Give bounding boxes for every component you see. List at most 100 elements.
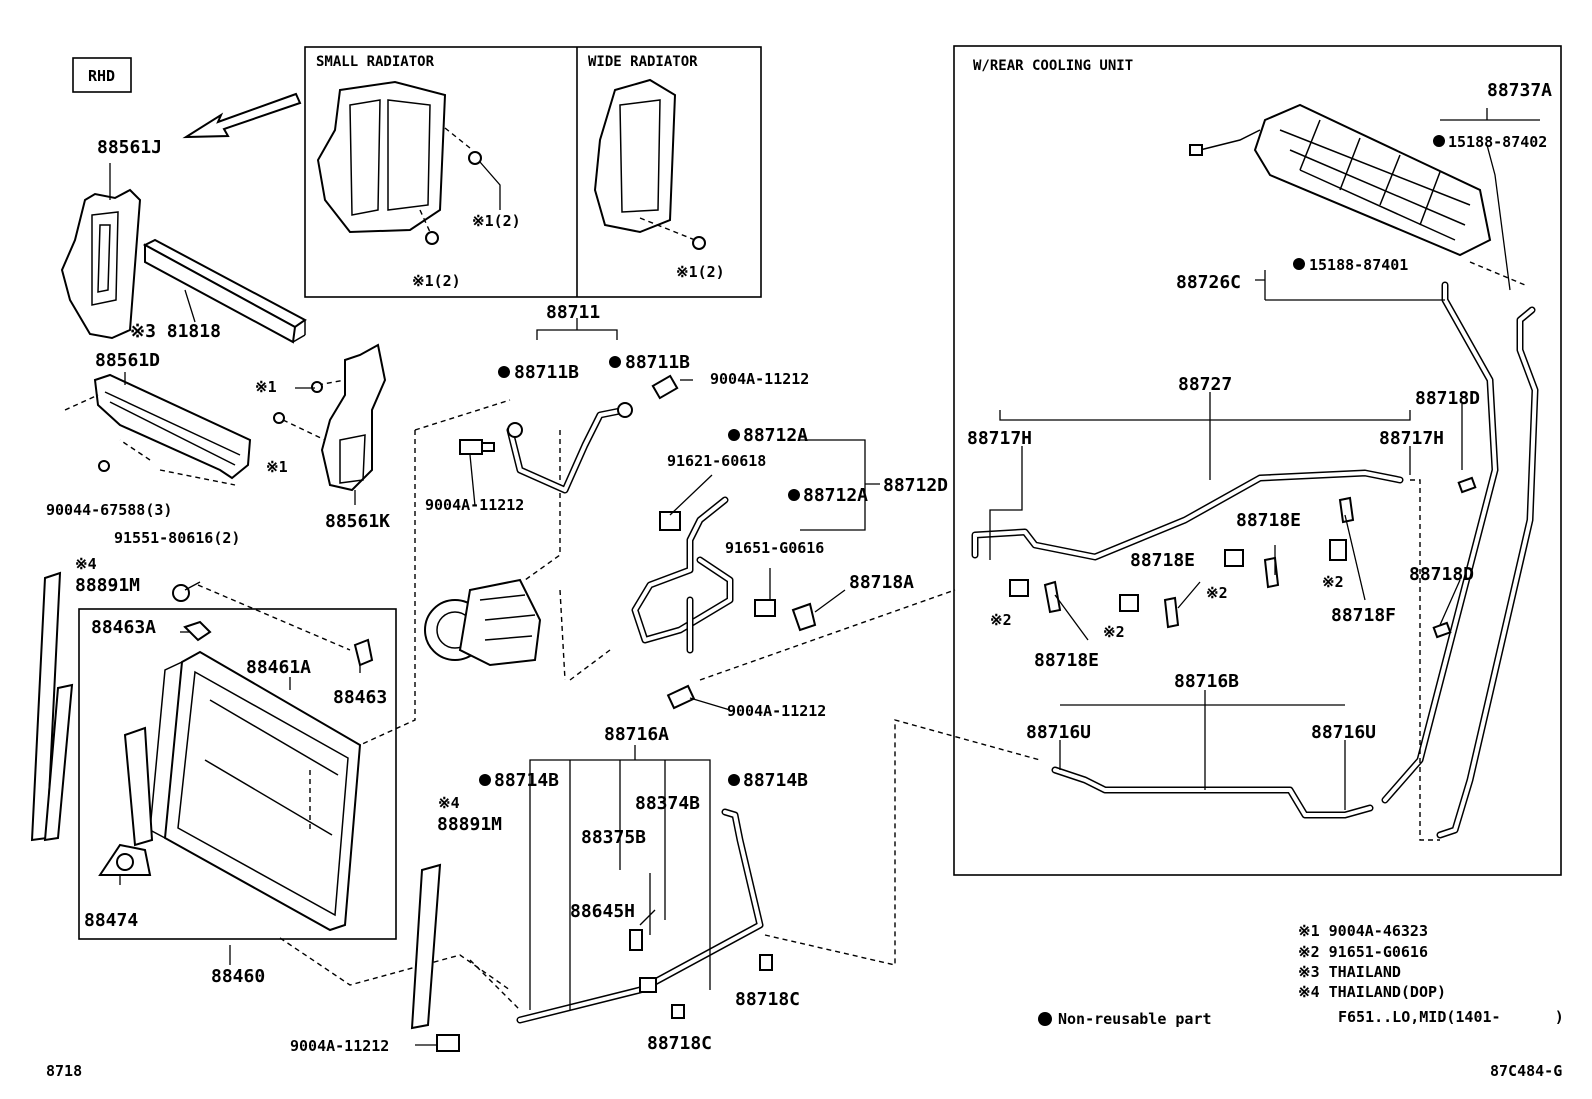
hose-88712 — [631, 496, 734, 654]
bolts-91651 — [1009, 539, 1347, 612]
label-91551: 91551-80616(2) — [114, 529, 240, 547]
footer-right-code: 87C484-G — [1490, 1062, 1562, 1080]
condenser-core — [149, 650, 362, 932]
mark-2b: ※2 — [1322, 573, 1344, 591]
legend-range: F651..LO,MID(1401- ) — [1338, 1008, 1564, 1026]
legend-non-reusable: Non-reusable part — [1058, 1010, 1212, 1028]
frames — [72, 45, 1562, 940]
bolt-9004A-2 — [651, 374, 679, 400]
bolt-icon — [273, 412, 285, 424]
label-88726C: 88726C — [1176, 272, 1241, 293]
rhd-tag: RHD — [88, 67, 115, 85]
dash-88737A — [1469, 261, 1526, 286]
label-9004A-11212-b: 9004A-11212 — [425, 496, 524, 514]
mark-2c: ※2 — [990, 611, 1012, 629]
label-88714B-b: 88714B — [743, 770, 808, 791]
label-88718E-a: 88718E — [1236, 510, 1301, 531]
label-9004A-11212-d: 9004A-11212 — [290, 1037, 389, 1055]
label-88460: 88460 — [211, 966, 265, 987]
part-88463-clip — [353, 638, 374, 667]
small-radiator-note-1: ※1(2) — [472, 212, 521, 230]
dash-88561D — [64, 394, 236, 486]
small-radiator-title: SMALL RADIATOR — [316, 54, 435, 70]
label-88375B: 88375B — [581, 827, 646, 848]
label-88711B-a: 88711B — [514, 362, 579, 383]
label-90044: 90044-67588(3) — [46, 501, 172, 519]
pipe-88727 — [971, 469, 1404, 561]
label-88718D-a: 88718D — [1415, 388, 1480, 409]
label-88718E-b: 88718E — [1130, 550, 1195, 571]
label-88712A-a: 88712A — [743, 425, 808, 446]
label-88463A: 88463A — [91, 617, 156, 638]
pipe-88716B — [1051, 766, 1374, 819]
compressor — [424, 578, 542, 667]
mark-2a: ※2 — [1206, 584, 1228, 602]
non-reusable-dots — [479, 135, 1445, 1026]
part-88718C-clip-b — [671, 1004, 685, 1019]
label-88645H: 88645H — [570, 901, 635, 922]
rear-cooling-title: W/REAR COOLING UNIT — [973, 58, 1133, 74]
label-88474: 88474 — [84, 910, 138, 931]
label-88718C-b: 88718C — [647, 1033, 712, 1054]
label-88718F: 88718F — [1331, 605, 1396, 626]
label-88711: 88711 — [546, 302, 600, 323]
dash-hose-88712 — [569, 589, 956, 681]
dash-bottom-left — [469, 959, 521, 1011]
label-88561D: 88561D — [95, 350, 160, 371]
part-88891M-center — [410, 863, 442, 1030]
wide-radiator-bracket — [593, 78, 677, 234]
label-88714B-a: 88714B — [494, 770, 559, 791]
label-88461A: 88461A — [246, 657, 311, 678]
bolt-icon — [692, 236, 706, 250]
dash-small — [419, 127, 471, 233]
label-88374B: 88374B — [635, 793, 700, 814]
part-88561K-shape — [320, 343, 387, 492]
legend-note-2: ※2 91651-G0616 — [1298, 943, 1428, 961]
dash-88460 — [279, 937, 511, 991]
dash-88717H — [1410, 479, 1440, 841]
bolt-icon — [311, 381, 323, 393]
label-88716B: 88716B — [1174, 671, 1239, 692]
dash-wide — [639, 217, 696, 241]
legend-note-4: ※4 THAILAND(DOP) — [1298, 983, 1446, 1001]
label-88712A-b: 88712A — [803, 485, 868, 506]
arrow-rhd — [182, 92, 302, 139]
label-9004A-11212-a: 9004A-11212 — [710, 370, 809, 388]
bolt-9004A-1 — [459, 439, 495, 455]
mark-4a: ※4 — [75, 555, 97, 573]
pipe-88726C — [1381, 281, 1499, 804]
bolt-9004A-3 — [666, 684, 696, 710]
mark-1b: ※1 — [266, 458, 288, 476]
legend-note-3: ※3 THAILAND — [1298, 963, 1401, 981]
label-88727: 88727 — [1178, 374, 1232, 395]
bolt-91621 — [659, 511, 681, 531]
bolt-icon — [425, 231, 439, 245]
dash-compressor — [414, 399, 566, 681]
label-88716U-a: 88716U — [1026, 722, 1091, 743]
footer-left-code: 8718 — [46, 1062, 82, 1080]
label-81818: ※3 81818 — [130, 321, 221, 342]
small-radiator-bracket — [316, 80, 447, 234]
wide-radiator-note-1: ※1(2) — [676, 263, 725, 281]
rear-cooling-unit — [1189, 103, 1492, 257]
wide-radiator-title: WIDE RADIATOR — [588, 54, 698, 70]
bolt-icon — [172, 584, 190, 602]
label-88718D-b: 88718D — [1409, 564, 1474, 585]
label-88716A: 88716A — [604, 724, 669, 745]
legend: ※1 9004A-46323 ※2 91651-G0616 ※3 THAILAN… — [1058, 922, 1564, 1028]
mark-1a: ※1 — [255, 378, 277, 396]
label-88737A: 88737A — [1487, 80, 1552, 101]
label-88716U-b: 88716U — [1311, 722, 1376, 743]
lead-small — [479, 161, 501, 210]
label-88891M-center: 88891M — [437, 814, 502, 835]
part-88891M-left — [30, 571, 74, 842]
label-88891M-left: 88891M — [75, 575, 140, 596]
mark-4b: ※4 — [438, 794, 460, 812]
label-91621: 91621-60618 — [667, 452, 766, 470]
part-81818-shape — [142, 238, 307, 344]
line-88716A — [516, 808, 764, 1024]
label-9004A-11212-c: 9004A-11212 — [727, 702, 826, 720]
part-88645H-sensor — [629, 929, 643, 951]
bolt-9004A-4 — [436, 1034, 460, 1052]
label-15188-87401: 15188-87401 — [1309, 256, 1408, 274]
